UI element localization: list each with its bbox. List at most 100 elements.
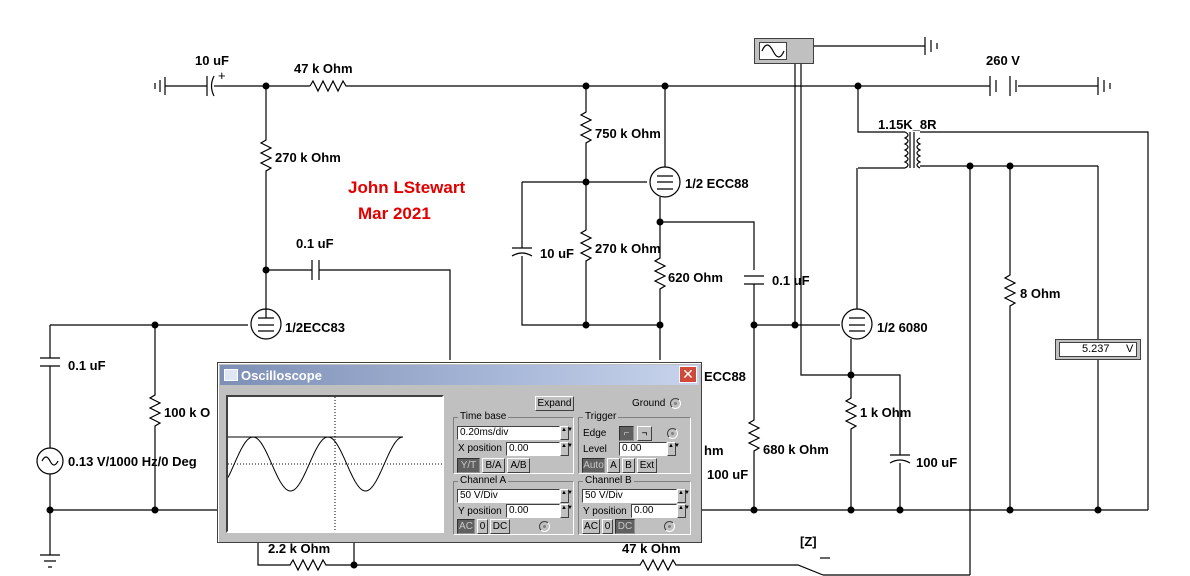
level-field[interactable]: 0.00 [619, 442, 667, 456]
trigger-b-button[interactable]: B [622, 458, 635, 473]
level-spinner[interactable]: ▲▼ [667, 442, 680, 456]
edge-falling-button[interactable]: ¬ [637, 426, 652, 441]
channel-a-title: Channel A [458, 475, 509, 486]
label-transformer: 1.15K_8R [878, 117, 937, 132]
label-r-47k-bottom: 47 k Ohm [622, 541, 681, 556]
author-name: John LStewart [348, 178, 465, 197]
channel-a-ypos-label: Y position [458, 506, 502, 517]
xpos-label: X position [458, 443, 502, 454]
channel-b-dc-button[interactable]: DC [615, 519, 635, 534]
timebase-spinner[interactable]: ▲▼ [560, 426, 573, 440]
label-r-750k: 750 k Ohm [595, 126, 661, 141]
oscilloscope-instrument-icon[interactable] [754, 38, 814, 64]
window-icon [224, 369, 238, 381]
channel-b-scale-spinner[interactable]: ▲▼ [677, 489, 690, 503]
trigger-auto-button[interactable]: Auto [582, 458, 605, 473]
channel-a-dc-button[interactable]: DC [490, 519, 510, 534]
mode-ba-button[interactable]: B/A [482, 458, 505, 473]
expand-button[interactable]: Expand [535, 396, 574, 411]
battery-260v [989, 76, 1017, 96]
timebase-field[interactable]: 0.20ms/div [457, 426, 560, 440]
capacitor-input: + [206, 68, 226, 97]
label-r-100k: 100 k O [164, 405, 210, 420]
label-tube-ecc88-low: ECC88 [704, 369, 746, 384]
tube-6080 [841, 308, 873, 340]
channel-a-ac-button[interactable]: AC [457, 519, 475, 534]
label-c-01-mid: 0.1 uF [296, 236, 334, 251]
channel-a-ypos-spinner[interactable]: ▲▼ [560, 504, 573, 518]
label-c-01-right: 0.1 uF [772, 273, 810, 288]
channel-a-terminal[interactable] [539, 521, 550, 532]
oscilloscope-window[interactable]: Oscilloscope ✕ Expand Ground Time base 0… [217, 362, 702, 543]
label-r-47k-top: 47 k Ohm [294, 61, 353, 76]
xpos-field[interactable]: 0.00 [506, 442, 560, 456]
edge-label: Edge [583, 428, 607, 439]
timebase-group: Time base 0.20ms/div ▲▼ X position 0.00 … [453, 411, 574, 474]
channel-b-ypos-spinner[interactable]: ▲▼ [677, 504, 690, 518]
channel-b-ac-button[interactable]: AC [582, 519, 600, 534]
author-date: Mar 2021 [358, 204, 431, 223]
trace-channel-a [228, 436, 404, 492]
channel-b-terminal[interactable] [664, 521, 675, 532]
channel-b-ypos-field[interactable]: 0.00 [631, 504, 677, 518]
junction-dots [46, 82, 1102, 569]
label-r-hm-partial: hm [704, 443, 724, 458]
resistor-47k-top [309, 79, 348, 93]
label-r-680k: 680 k Ohm [763, 442, 829, 457]
label-r-270k-left: 270 k Ohm [275, 150, 341, 165]
channel-a-ypos-field[interactable]: 0.00 [506, 504, 560, 518]
ground-icon [154, 77, 166, 95]
trigger-group: Trigger Edge ⌐ ¬ Level 0.00 ▲▼ Auto A B … [578, 411, 691, 474]
channel-b-ypos-label: Y position [583, 506, 627, 517]
oscilloscope-screen [226, 395, 444, 533]
channel-b-title: Channel B [583, 475, 634, 486]
channel-a-zero-button[interactable]: 0 [477, 519, 488, 534]
voltmeter-display: 5.237 V [1059, 342, 1137, 357]
label-r-1k: 1 k Ohm [860, 405, 911, 420]
channel-b-group: Channel B 50 V/Div ▲▼ Y position 0.00 ▲▼… [578, 475, 691, 535]
voltmeter-value: 5.237 [1082, 343, 1110, 355]
label-c-100uf: 100 uF [916, 455, 957, 470]
channel-b-scale-field[interactable]: 50 V/Div [582, 489, 677, 503]
label-r-8ohm: 8 Ohm [1020, 286, 1060, 301]
ground-icon [1097, 77, 1111, 95]
label-r-270k-mid: 270 k Ohm [595, 241, 661, 256]
close-button[interactable]: ✕ [679, 366, 697, 383]
svg-text:+: + [218, 68, 226, 83]
ground-terminal[interactable] [670, 398, 681, 409]
level-label: Level [583, 444, 607, 455]
label-c-01-left: 0.1 uF [68, 358, 106, 373]
close-icon: ✕ [682, 367, 694, 383]
label-source: 0.13 V/1000 Hz/0 Deg [68, 454, 197, 469]
voltmeter-unit: V [1126, 343, 1134, 355]
label-c-10uf-mid: 10 uF [540, 246, 574, 261]
label-r-22k: 2.2 k Ohm [268, 541, 330, 556]
label-c-input: 10 uF [195, 53, 229, 68]
ground-label: Ground [632, 398, 666, 409]
xpos-spinner[interactable]: ▲▼ [560, 442, 573, 456]
timebase-title: Time base [458, 411, 509, 422]
rising-edge-icon: ⌐ [623, 428, 630, 439]
label-c-100uf-partial: 100 uF [707, 467, 748, 482]
tube-ecc83 [250, 308, 282, 340]
oscilloscope-title: Oscilloscope [241, 368, 322, 383]
label-tube-ecc83: 1/2ECC83 [285, 320, 345, 335]
channel-b-zero-button[interactable]: 0 [602, 519, 613, 534]
channel-a-scale-field[interactable]: 50 V/Div [457, 489, 560, 503]
trigger-ext-button[interactable]: Ext [637, 458, 657, 473]
label-r-620: 620 Ohm [668, 270, 723, 285]
oscilloscope-titlebar[interactable]: Oscilloscope ✕ [220, 365, 699, 385]
trigger-a-button[interactable]: A [607, 458, 620, 473]
voltmeter[interactable]: 5.237 V [1055, 339, 1141, 360]
label-tube-6080: 1/2 6080 [877, 320, 928, 335]
mode-yt-button[interactable]: Y/T [457, 458, 480, 473]
mode-ab-button[interactable]: A/B [507, 458, 530, 473]
channel-a-group: Channel A 50 V/Div ▲▼ Y position 0.00 ▲▼… [453, 475, 574, 535]
edge-rising-button[interactable]: ⌐ [619, 426, 634, 441]
label-supply: 260 V [986, 53, 1020, 68]
trigger-terminal[interactable] [667, 428, 678, 439]
trigger-title: Trigger [583, 411, 619, 422]
label-tube-ecc88-top: 1/2 ECC88 [685, 176, 749, 191]
channel-a-scale-spinner[interactable]: ▲▼ [560, 489, 573, 503]
